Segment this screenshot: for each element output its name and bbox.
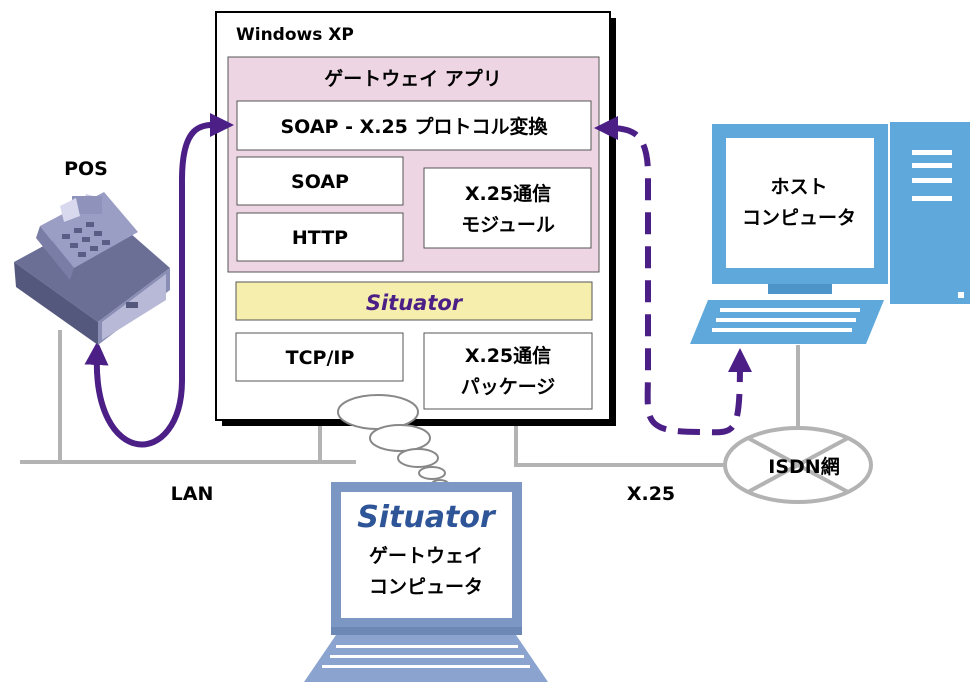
x25-package-label-1: X.25通信	[465, 344, 551, 367]
x25-module-label-2: モジュール	[461, 214, 555, 236]
windows-xp-title: Windows XP	[236, 25, 354, 45]
host-computer-icon	[690, 122, 970, 344]
host-label-2: コンピュータ	[742, 207, 856, 229]
pos-label: POS	[64, 158, 108, 180]
situator-bar: Situator	[235, 281, 593, 321]
gateway-app-title: ゲートウェイ アプリ	[324, 67, 502, 90]
tcpip-label: TCP/IP	[286, 347, 355, 369]
protocol-conversion-box	[236, 100, 592, 151]
http-box	[236, 212, 404, 262]
x25-module-label-1: X.25通信	[465, 182, 551, 205]
laptop-label-2: コンピュータ	[369, 576, 483, 598]
host-label-1: ホスト	[770, 176, 827, 198]
pos-flow-arrow	[84, 112, 234, 448]
gateway-app-panel: ゲートウェイ アプリ SOAP - X.25 プロトコル変換 SOAP HTTP…	[227, 56, 600, 273]
tcpip-box	[235, 332, 404, 382]
gateway-laptop-icon	[304, 482, 548, 682]
protocol-conversion-label: SOAP - X.25 プロトコル変換	[281, 115, 549, 138]
host-flow-arrow	[594, 116, 752, 436]
x25-module-box	[423, 167, 592, 249]
x25-network-label: X.25	[627, 483, 675, 505]
x25-package-label-2: パッケージ	[461, 376, 556, 398]
laptop-label-1: ゲートウェイ	[369, 545, 483, 567]
thought-bubbles	[337, 394, 449, 489]
laptop-brand-label: Situator	[357, 500, 497, 535]
isdn-label: ISDN網	[768, 455, 839, 478]
isdn-network-icon	[723, 426, 873, 504]
situator-bar-label: Situator	[366, 291, 464, 315]
http-label: HTTP	[292, 227, 348, 249]
pos-register-icon	[14, 192, 170, 345]
lan-label: LAN	[171, 483, 214, 505]
soap-box	[236, 156, 404, 206]
x25-package-box	[423, 332, 593, 410]
soap-label: SOAP	[291, 171, 349, 193]
x25-line	[514, 410, 728, 467]
